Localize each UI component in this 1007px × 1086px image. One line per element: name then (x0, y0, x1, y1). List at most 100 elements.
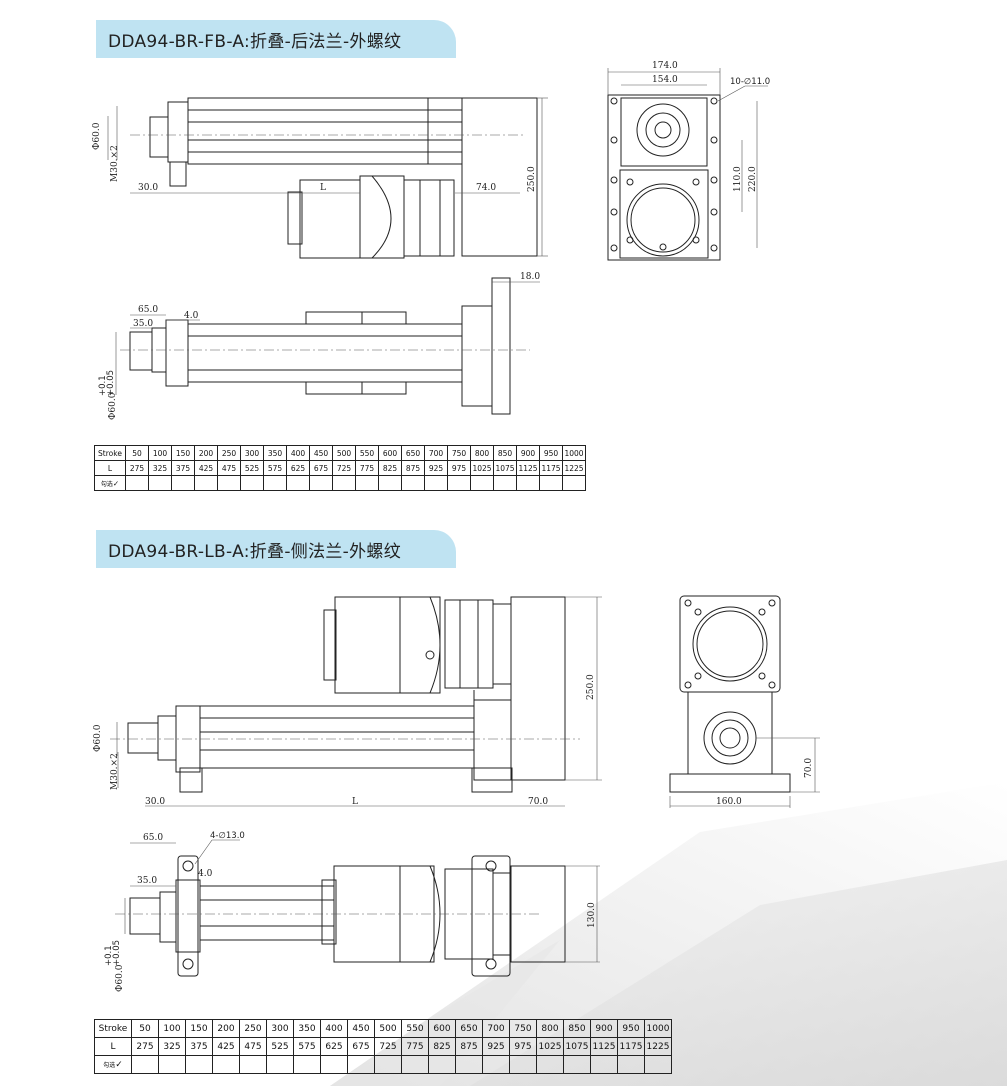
length-header-cell: L (94, 1037, 132, 1056)
s2-dim-phi60: Φ60.0 (93, 724, 103, 752)
s2-top-view (127, 596, 566, 793)
select-checkbox-cell[interactable] (347, 1055, 375, 1074)
stroke-cell: 750 (509, 1019, 537, 1038)
stroke-cell: 800 (536, 1019, 564, 1038)
s1-dim-154: 154.0 (652, 75, 678, 85)
length-cell: 725 (374, 1037, 402, 1056)
select-checkbox-cell[interactable] (266, 1055, 294, 1074)
s1-dim-L: L (320, 183, 326, 193)
length-cell: 275 (131, 1037, 159, 1056)
select-checkbox-cell[interactable] (158, 1055, 186, 1074)
length-cell: 925 (482, 1037, 510, 1056)
select-checkbox-cell[interactable] (212, 1055, 240, 1074)
length-cell: 975 (509, 1037, 537, 1056)
s2-dim-130: 130.0 (587, 902, 597, 928)
s1-top-view (149, 97, 538, 259)
length-cell: 775 (401, 1037, 429, 1056)
length-cell: 325 (158, 1037, 186, 1056)
stroke-cell: 450 (347, 1019, 375, 1038)
s2-dim-35: 35.0 (137, 876, 157, 886)
s1-dim-m30: M30.×2 (110, 145, 120, 182)
length-cell: 1175 (617, 1037, 645, 1056)
stroke-cell: 950 (617, 1019, 645, 1038)
length-cell: 575 (293, 1037, 321, 1056)
stroke-cell: 550 (401, 1019, 429, 1038)
s1-dim-tol-upper: +0.1 (98, 375, 108, 396)
s2-end-view (669, 595, 791, 793)
select-row: 勾选✓ (94, 1055, 672, 1074)
stroke-cell: 1000 (644, 1019, 672, 1038)
s2-dim-30: 30.0 (145, 797, 165, 807)
stroke-cell: 50 (131, 1019, 159, 1038)
s2-dim-4: 4.0 (198, 869, 213, 879)
select-checkbox-cell[interactable] (563, 1055, 591, 1074)
length-cell: 1225 (644, 1037, 672, 1056)
select-checkbox-cell[interactable] (617, 1055, 645, 1074)
stroke-header-cell: Stroke (94, 1019, 132, 1038)
select-header-cell: 勾选✓ (94, 475, 126, 491)
stroke-cell: 250 (239, 1019, 267, 1038)
length-cell: 475 (239, 1037, 267, 1056)
s1-dim-35: 35.0 (133, 319, 153, 329)
select-checkbox-cell[interactable] (320, 1055, 348, 1074)
select-checkbox-cell[interactable] (536, 1055, 564, 1074)
select-checkbox-cell[interactable] (131, 1055, 159, 1074)
stroke-cell: 100 (158, 1019, 186, 1038)
s1-dim-220: 220.0 (748, 166, 758, 192)
s1-end-view (607, 94, 721, 261)
select-label: 勾选 (100, 480, 113, 488)
s1-side-view (129, 277, 511, 415)
select-checkbox-cell[interactable] (374, 1055, 402, 1074)
select-checkbox-cell[interactable] (293, 1055, 321, 1074)
stroke-cell: 500 (374, 1019, 402, 1038)
s1-dim-74: 74.0 (476, 183, 496, 193)
s1-dim-30: 30.0 (138, 183, 158, 193)
select-checkbox-cell[interactable] (185, 1055, 213, 1074)
section2-title: DDA94-BR-LB-A:折叠-侧法兰-外螺纹 (96, 530, 456, 568)
select-checkbox-cell[interactable] (401, 1055, 429, 1074)
stroke-cell: 400 (320, 1019, 348, 1038)
s2-dim-tol-upper: +0.1 (104, 945, 114, 966)
select-checkbox-cell[interactable] (562, 475, 586, 491)
select-checkbox-cell[interactable] (455, 1055, 483, 1074)
length-cell: 625 (320, 1037, 348, 1056)
select-checkbox-cell[interactable] (428, 1055, 456, 1074)
length-cell: 825 (428, 1037, 456, 1056)
stroke-cell: 850 (563, 1019, 591, 1038)
select-checkbox-cell[interactable] (239, 1055, 267, 1074)
s2-dim-holes: 4-∅13.0 (210, 831, 245, 841)
select-header-cell: 勾选✓ (94, 1055, 132, 1074)
stroke-cell: 350 (293, 1019, 321, 1038)
length-cell: 875 (455, 1037, 483, 1056)
stroke-cell: 900 (590, 1019, 618, 1038)
s1-dim-65: 65.0 (138, 305, 158, 315)
stroke-cell: 150 (185, 1019, 213, 1038)
select-checkbox-cell[interactable] (482, 1055, 510, 1074)
s1-dim-holes: 10-∅11.0 (730, 77, 770, 87)
check-mark-icon: ✓ (112, 478, 120, 488)
length-cell: 375 (185, 1037, 213, 1056)
s2-dim-250: 250.0 (586, 674, 596, 700)
s2-dim-phi60-tol: Φ60.0 (115, 964, 125, 992)
select-checkbox-cell[interactable] (509, 1055, 537, 1074)
section1-title: DDA94-BR-FB-A:折叠-后法兰-外螺纹 (96, 20, 456, 58)
select-checkbox-cell[interactable] (590, 1055, 618, 1074)
s1-dim-18: 18.0 (520, 272, 540, 282)
s2-dim-65: 65.0 (143, 833, 163, 843)
s2-dim-m30: M30.×2 (110, 753, 120, 790)
length-cell: 525 (266, 1037, 294, 1056)
length-cell: 1075 (563, 1037, 591, 1056)
select-checkbox-cell[interactable] (644, 1055, 672, 1074)
s1-dim-phi60: Φ60.0 (92, 122, 102, 150)
s2-dim-tol-lower: +0.05 (112, 940, 122, 966)
select-row: 勾选✓ (94, 475, 586, 491)
length-cell: 675 (347, 1037, 375, 1056)
length-cell: 1125 (590, 1037, 618, 1056)
s2-side-view (129, 855, 566, 977)
select-label: 勾选 (103, 1061, 116, 1069)
